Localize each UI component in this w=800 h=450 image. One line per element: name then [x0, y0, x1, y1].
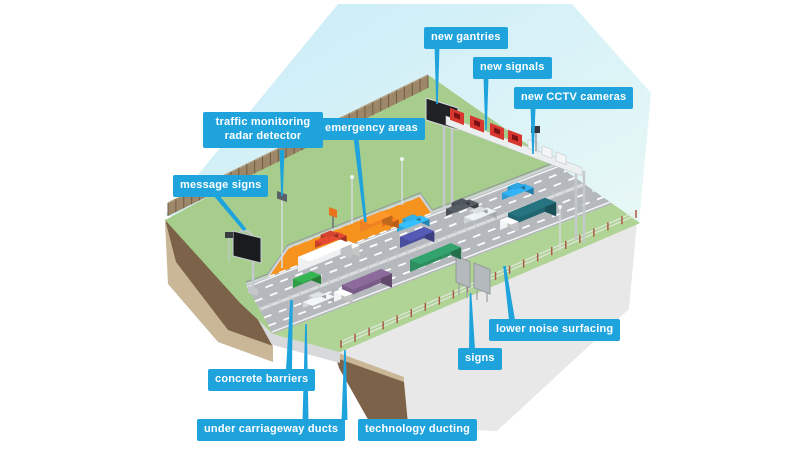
- vehicle-red-car: [315, 230, 347, 248]
- vehicle-orange-truck: [360, 210, 399, 232]
- vehicle-silver-car: [303, 291, 335, 308]
- label-technology-ducting: technology ducting: [358, 419, 478, 441]
- vehicle-green-bus: [410, 243, 461, 272]
- radar-detector: [277, 191, 287, 268]
- vehicle-white-lorry: [298, 239, 360, 272]
- earth-cross-section: [165, 219, 637, 431]
- vehicle-purple-lorry: [334, 269, 392, 304]
- guardrail: [245, 116, 640, 286]
- label-tails: [213, 46, 536, 420]
- vehicle-green-van: [293, 271, 321, 288]
- gantry: [425, 97, 586, 243]
- label-emergency-areas: emergency areas: [318, 118, 425, 140]
- label-concrete-barriers: concrete barriers: [208, 369, 316, 391]
- label-lower-noise-surfacing: lower noise surfacing: [489, 319, 621, 341]
- vehicle-teal-lorry: [500, 197, 557, 232]
- roadside-signs: [455, 255, 491, 302]
- cctv-camera: [531, 126, 540, 151]
- gantry-signals: [450, 107, 522, 147]
- label-message-signs: message signs: [173, 175, 269, 197]
- emergency-phone: [329, 207, 337, 228]
- label-traffic-monitoring-radar-detector: traffic monitoring radar detector: [203, 112, 323, 148]
- cctv-camera-icon: [225, 232, 233, 238]
- label-new-cctv-cameras: new CCTV cameras: [514, 87, 634, 109]
- message-sign: [225, 229, 262, 296]
- vehicle-blue-car: [502, 182, 534, 200]
- vehicle-silver-car-2: [464, 206, 497, 224]
- label-new-signals: new signals: [473, 57, 552, 79]
- label-under-carriageway-ducts: under carriageway ducts: [197, 419, 346, 441]
- street-lights: [350, 157, 562, 250]
- vehicles: [293, 182, 557, 308]
- vehicle-indigo-van: [400, 227, 435, 248]
- vehicle-sky-blue-car: [397, 214, 430, 232]
- label-signs: signs: [458, 348, 502, 370]
- label-new-gantries: new gantries: [424, 27, 508, 49]
- vehicle-dark-car: [446, 198, 479, 216]
